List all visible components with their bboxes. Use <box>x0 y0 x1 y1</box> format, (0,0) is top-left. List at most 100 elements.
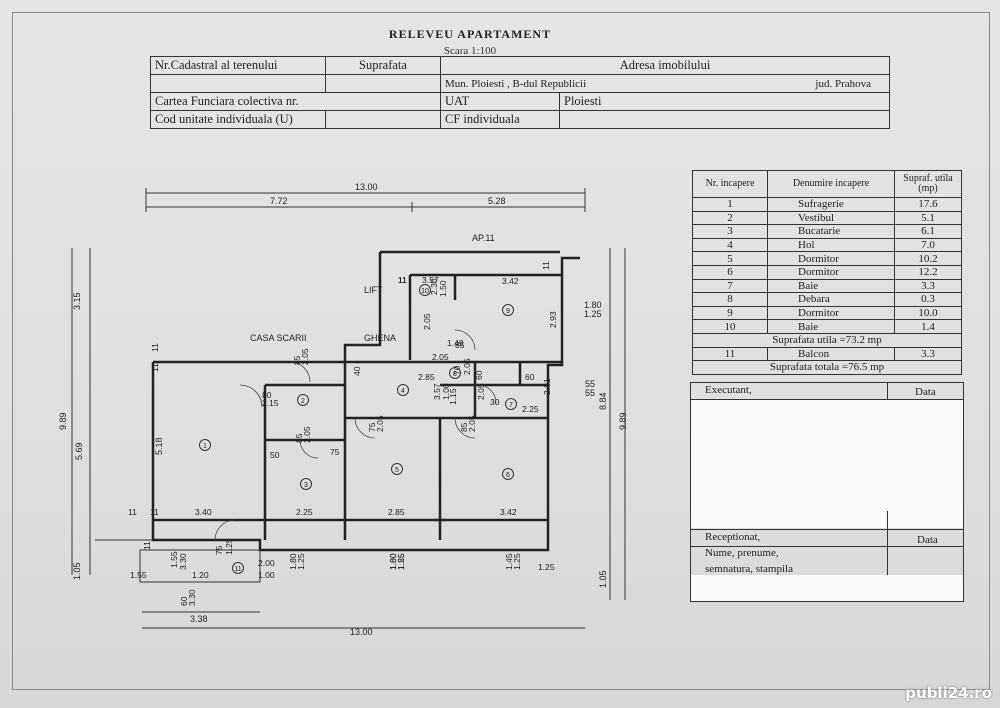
room-dimension: 2.05 <box>302 426 312 443</box>
room-dimension: 2.85 <box>388 507 405 517</box>
room-dimension: 85 <box>455 340 465 350</box>
document-title: RELEVEU APARTAMENT <box>388 27 552 41</box>
walls <box>151 250 580 552</box>
room-number-circle <box>505 398 517 410</box>
room-dimension: 2.05 <box>300 348 310 365</box>
room-dimension: 2.15 <box>262 398 279 408</box>
grand-total: Suprafata totala =76.5 mp <box>692 360 962 375</box>
plan-texts: AP.11 LIFT CASA SCARII GHENA 13.00 7.72 … <box>58 182 628 637</box>
room-dimension: 11 <box>128 507 137 517</box>
room-dimension: 1.45 <box>504 553 514 570</box>
room-number-circle <box>297 394 309 406</box>
lift-label: LIFT <box>364 285 383 295</box>
room-dimension: 1.00 <box>258 570 275 580</box>
room-dimension: 50 <box>270 450 280 460</box>
unit-code-label: Cod unitate individuala (U) <box>150 110 326 129</box>
room-dimension: 2.81 <box>542 378 552 395</box>
room-number-label: 6 <box>506 472 510 479</box>
room-dimension: 1.50 <box>438 280 448 297</box>
dim-right-1: 8.84 <box>598 392 608 410</box>
dim-right-5: 1.25 <box>584 309 602 319</box>
room-dimension: 3.30 <box>187 589 197 606</box>
room-number-label: 1 <box>203 443 207 450</box>
balcony <box>95 539 261 583</box>
room-dimension: 85 <box>294 433 304 443</box>
rooms-table: Nr. incapere Denumire incapere Supraf. u… <box>692 170 962 375</box>
room-number-label: 5 <box>395 467 399 474</box>
dim-right-7: 55 <box>585 388 595 398</box>
document-scale: Scara 1:100 <box>443 45 497 57</box>
room-dimension: 2.25 <box>296 507 313 517</box>
address-value: Mun. Ploiesti , B-dul Republicii <box>445 77 587 90</box>
dim-top-total: 13.00 <box>355 182 378 192</box>
room-number-circle <box>449 367 461 379</box>
signature-box: Executant, Data Receptionat, Data Nume, … <box>690 382 964 602</box>
header-row: Mun. Ploiesti , B-dul Republicii jud. Pra… <box>150 74 890 93</box>
room-number-label: 11 <box>234 566 241 573</box>
dim-bottom-total: 13.00 <box>350 627 373 637</box>
room-dimension: 3.42 <box>500 507 517 517</box>
room-dimension: 3.40 <box>195 507 212 517</box>
room-number-circle <box>300 478 312 490</box>
watermark: publi24.ro <box>905 684 992 702</box>
header-row: Nr.Cadastral al terenului Suprafata Adre… <box>150 56 890 75</box>
room-number-circle <box>397 384 409 396</box>
room-dimension: 2.05 <box>467 415 477 432</box>
room-dimension: 1.55 <box>396 553 406 570</box>
room-dimension: 1.25 <box>224 538 234 555</box>
room-number-label: 8 <box>453 371 457 378</box>
room-dimension: 2.05 <box>375 415 385 432</box>
room-number-circle <box>232 562 244 574</box>
executant-date-label: Data <box>915 386 936 398</box>
room-dimension: 1.25 <box>538 562 555 572</box>
redacted-area <box>691 400 963 528</box>
room-dimension: 1.00 <box>441 383 451 400</box>
room-dimension: 40 <box>352 366 362 376</box>
dim-top-right: 5.28 <box>488 196 506 206</box>
header-table: Nr.Cadastral al terenului Suprafata Adre… <box>150 56 890 129</box>
room-dimension: 75 <box>367 422 377 432</box>
rooms-table-header: Nr. incapere Denumire incapere Supraf. u… <box>692 170 962 198</box>
dim-right-2: 9.89 <box>618 412 628 430</box>
room-dimension: 75 <box>214 545 224 555</box>
room-dimension: 60 <box>179 596 189 606</box>
dim-bottom-balcony: 3.38 <box>190 614 208 624</box>
room-number-label: 4 <box>401 388 405 395</box>
dimension-lines <box>71 188 626 629</box>
redacted-area <box>691 575 963 601</box>
col-room-area: Supraf. utila (mp) <box>894 170 962 198</box>
room-dimension: 2.05 <box>462 358 472 375</box>
dim-left-5: 1.05 <box>72 562 82 580</box>
room-dimension: 60 <box>525 372 535 382</box>
executant-label: Executant, <box>705 384 752 396</box>
room-dimension: 1.20 <box>192 570 209 580</box>
room-dimension: 30 <box>490 397 500 407</box>
room-dimension: 2.05 <box>476 383 486 400</box>
page-frame <box>12 12 990 690</box>
room-dimension: 2.05 <box>432 352 449 362</box>
dim-left-2: 9.89 <box>58 412 68 430</box>
room-dimension: 11 <box>398 275 407 285</box>
dim-right-6: 55 <box>585 379 595 389</box>
room-dimension: 1.49 <box>447 338 464 348</box>
room-dimension: 1.00 <box>388 553 398 570</box>
col-room-number: Nr. incapere <box>692 170 768 198</box>
room-dimension: 70 <box>452 365 462 375</box>
room-dimension: 1.55 <box>169 551 179 568</box>
room-number-label: 3 <box>304 482 308 489</box>
county-value: jud. Prahova <box>815 77 871 90</box>
room-dimension: 11 <box>398 275 407 285</box>
room-dimension: 75 <box>330 447 340 457</box>
room-dimension: 1.25 <box>512 553 522 570</box>
room-dimension: 11 <box>150 363 160 372</box>
room-dimension: 85 <box>292 355 302 365</box>
header-row: Cod unitate individuala (U) CF individua… <box>150 110 890 129</box>
grand-total-row: Suprafata totala =76.5 mp <box>692 360 962 375</box>
